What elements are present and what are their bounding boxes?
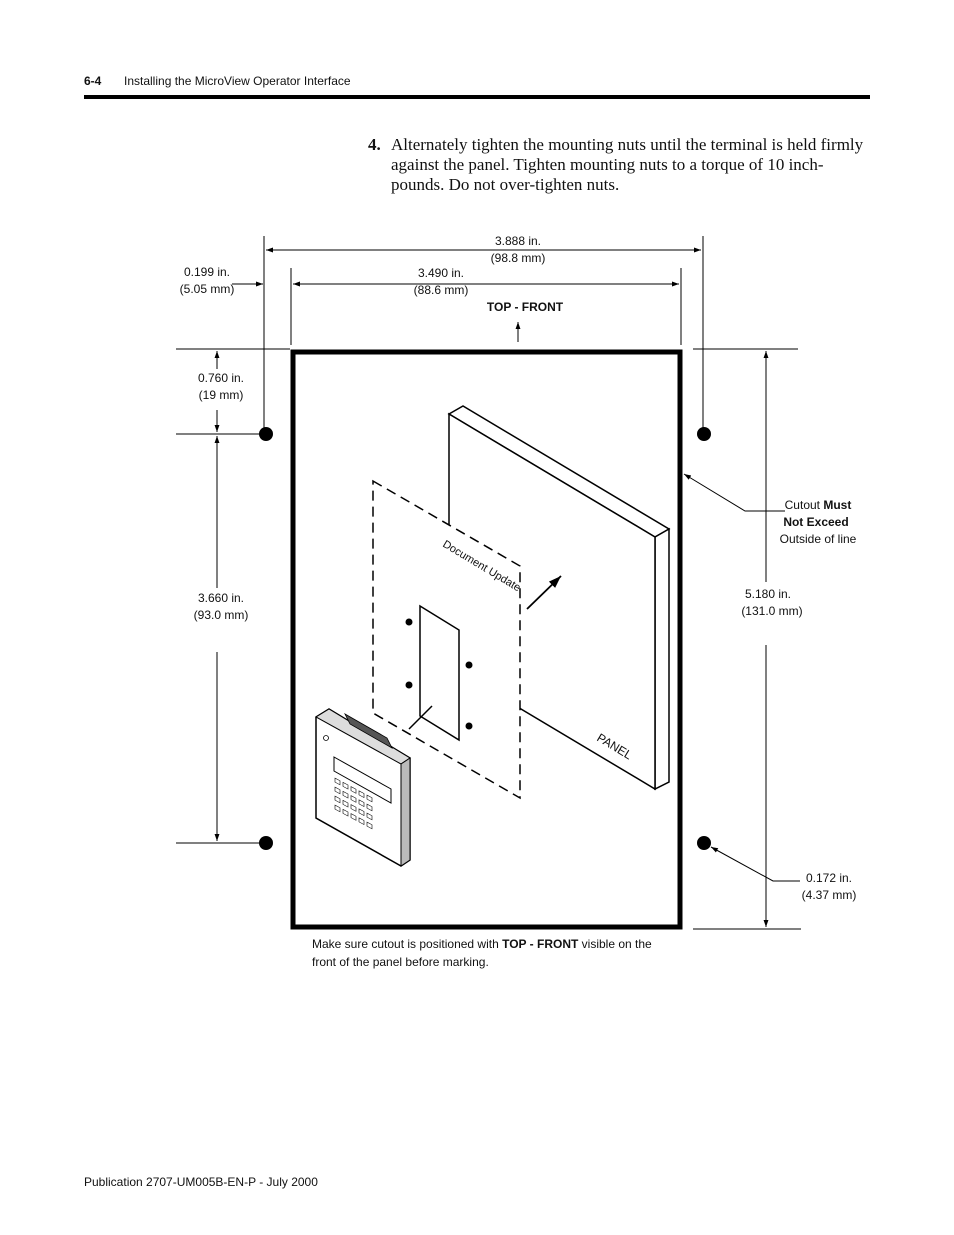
dimension-labels: 3.888 in. (98.8 mm) 3.490 in. (88.6 mm) … [180,234,857,969]
dim-top-offset-mm: (19 mm) [199,388,244,402]
page-number: 6-4 [84,74,102,88]
dim-hole-spacing-mm: (93.0 mm) [194,608,249,622]
dim-overall-height-mm: (131.0 mm) [741,604,802,618]
publication-footer: Publication 2707-UM005B-EN-P - July 2000 [84,1175,318,1189]
cutout-note-line1: Cutout Must [785,498,852,512]
caption-line2: front of the panel before marking. [312,955,489,969]
terminal-illustration [315,708,411,867]
dim-left-offset-in: 0.199 in. [184,265,230,279]
dim-cutout-width-in: 3.490 in. [418,266,464,280]
section-title: Installing the MicroView Operator Interf… [124,74,351,88]
dim-overall-width-mm: (98.8 mm) [491,251,546,265]
header-rule [84,95,870,99]
dim-overall-width-in: 3.888 in. [495,234,541,248]
step-number: 4. [368,135,381,154]
cutout-note-line2: Not Exceed [783,515,848,529]
dim-left-offset-mm: (5.05 mm) [180,282,235,296]
top-front-label: TOP - FRONT [487,300,564,314]
dim-hole-diameter-in: 0.172 in. [806,871,852,885]
step-4: 4. Alternately tighten the mounting nuts… [368,135,868,195]
caption-line1: Make sure cutout is positioned with TOP … [312,937,652,951]
cutout-note-line3: Outside of line [780,532,857,546]
cutout-outline [290,349,683,930]
movement-arrow [526,575,562,610]
extension-lines [176,236,801,930]
dimension-lines [214,247,800,927]
document-template [372,479,521,800]
dim-hole-diameter-mm: (4.37 mm) [802,888,857,902]
dim-top-offset-in: 0.760 in. [198,371,244,385]
dim-hole-spacing-in: 3.660 in. [198,591,244,605]
mounting-holes [259,427,711,850]
step-text: Alternately tighten the mounting nuts un… [391,135,864,194]
dim-cutout-width-mm: (88.6 mm) [414,283,469,297]
dim-overall-height-in: 5.180 in. [745,587,791,601]
